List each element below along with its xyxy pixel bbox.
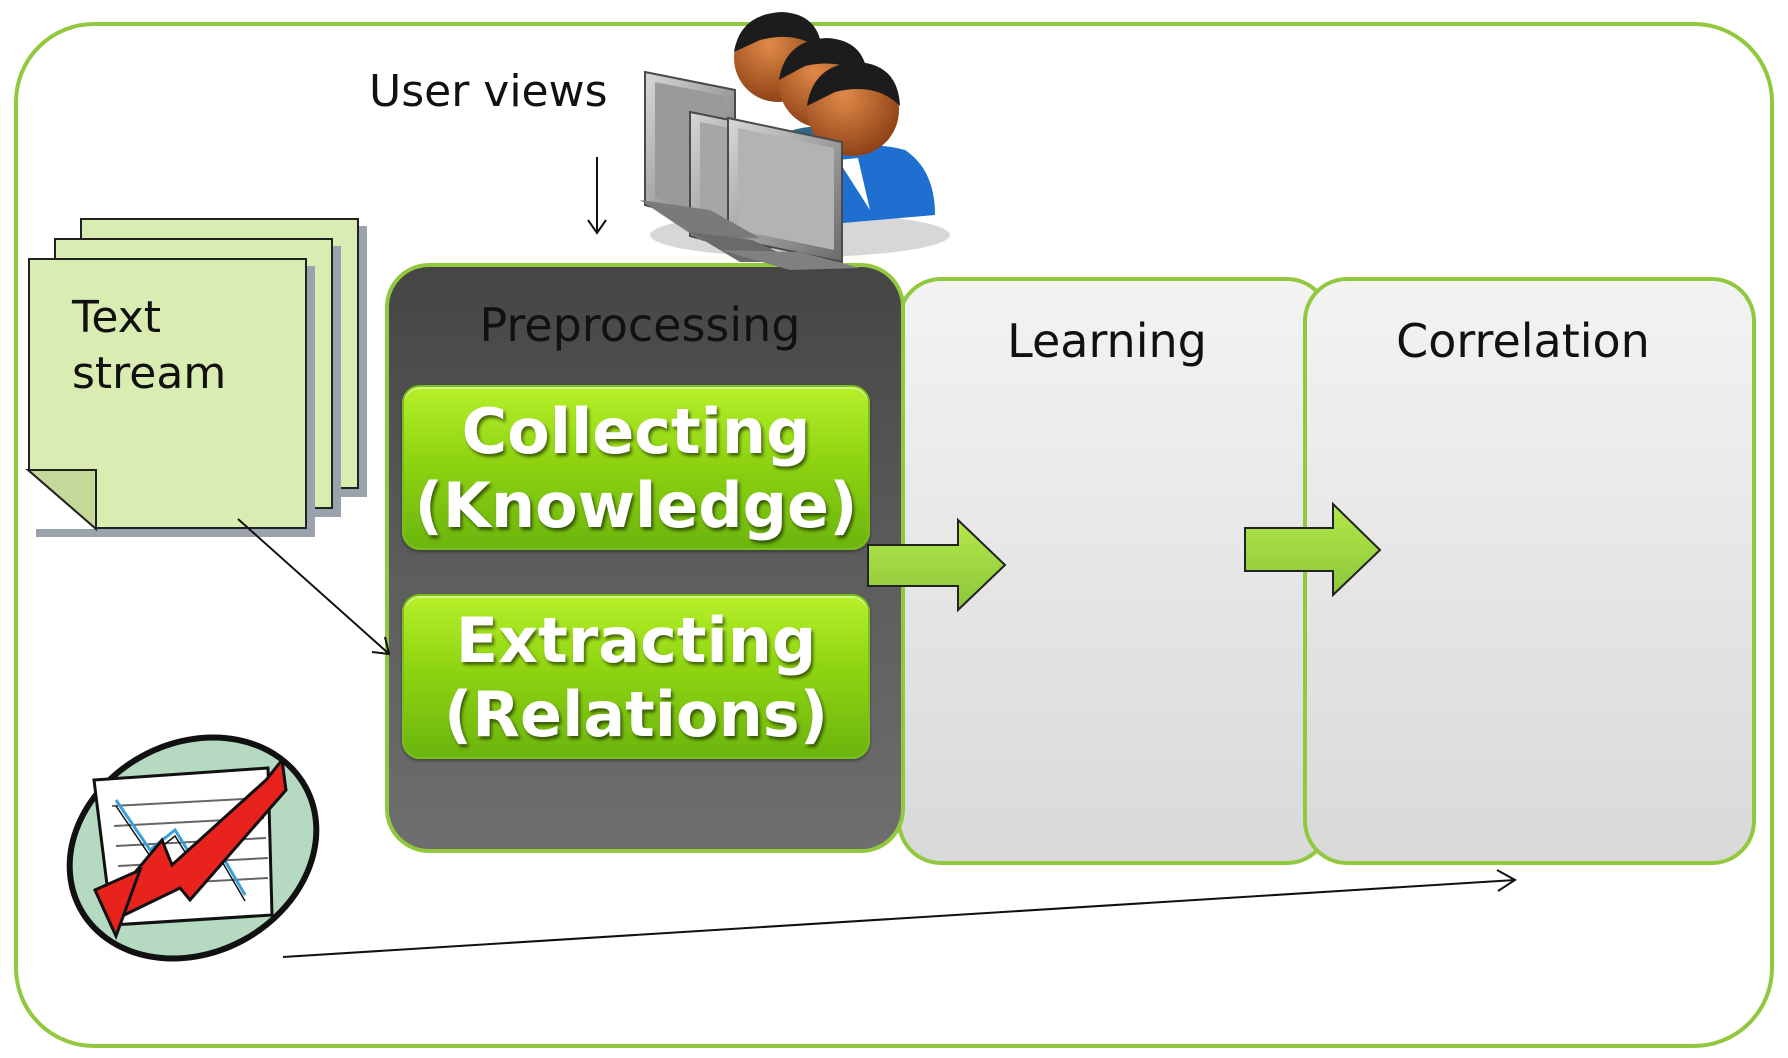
text-stream-label: Text stream [72,290,226,402]
correlation-title: Correlation [1396,314,1650,368]
relations-label: (Relations) [443,678,829,751]
learning-title: Learning [1007,314,1207,368]
collecting-knowledge-box: Collecting (Knowledge) [402,385,870,550]
text-stream-line-2: stream [72,348,227,399]
collecting-label: Collecting [461,395,811,468]
declining-chart-icon [66,734,320,962]
user-views-label: User views [369,66,608,117]
chart-to-correlation-arrow [282,869,1517,958]
extracting-relations-box: Extracting (Relations) [402,594,870,759]
knowledge-label: (Knowledge) [414,469,858,542]
text-stream-line-1: Text [72,292,161,343]
right-arrow-icon [867,517,1007,613]
extracting-label: Extracting [455,604,817,677]
right-arrow-icon [1244,501,1382,598]
down-arrow-icon [587,157,607,235]
preprocessing-title: Preprocessing [479,298,801,352]
users-at-computers-icon [640,12,950,270]
text-stream-arrow [237,518,391,656]
